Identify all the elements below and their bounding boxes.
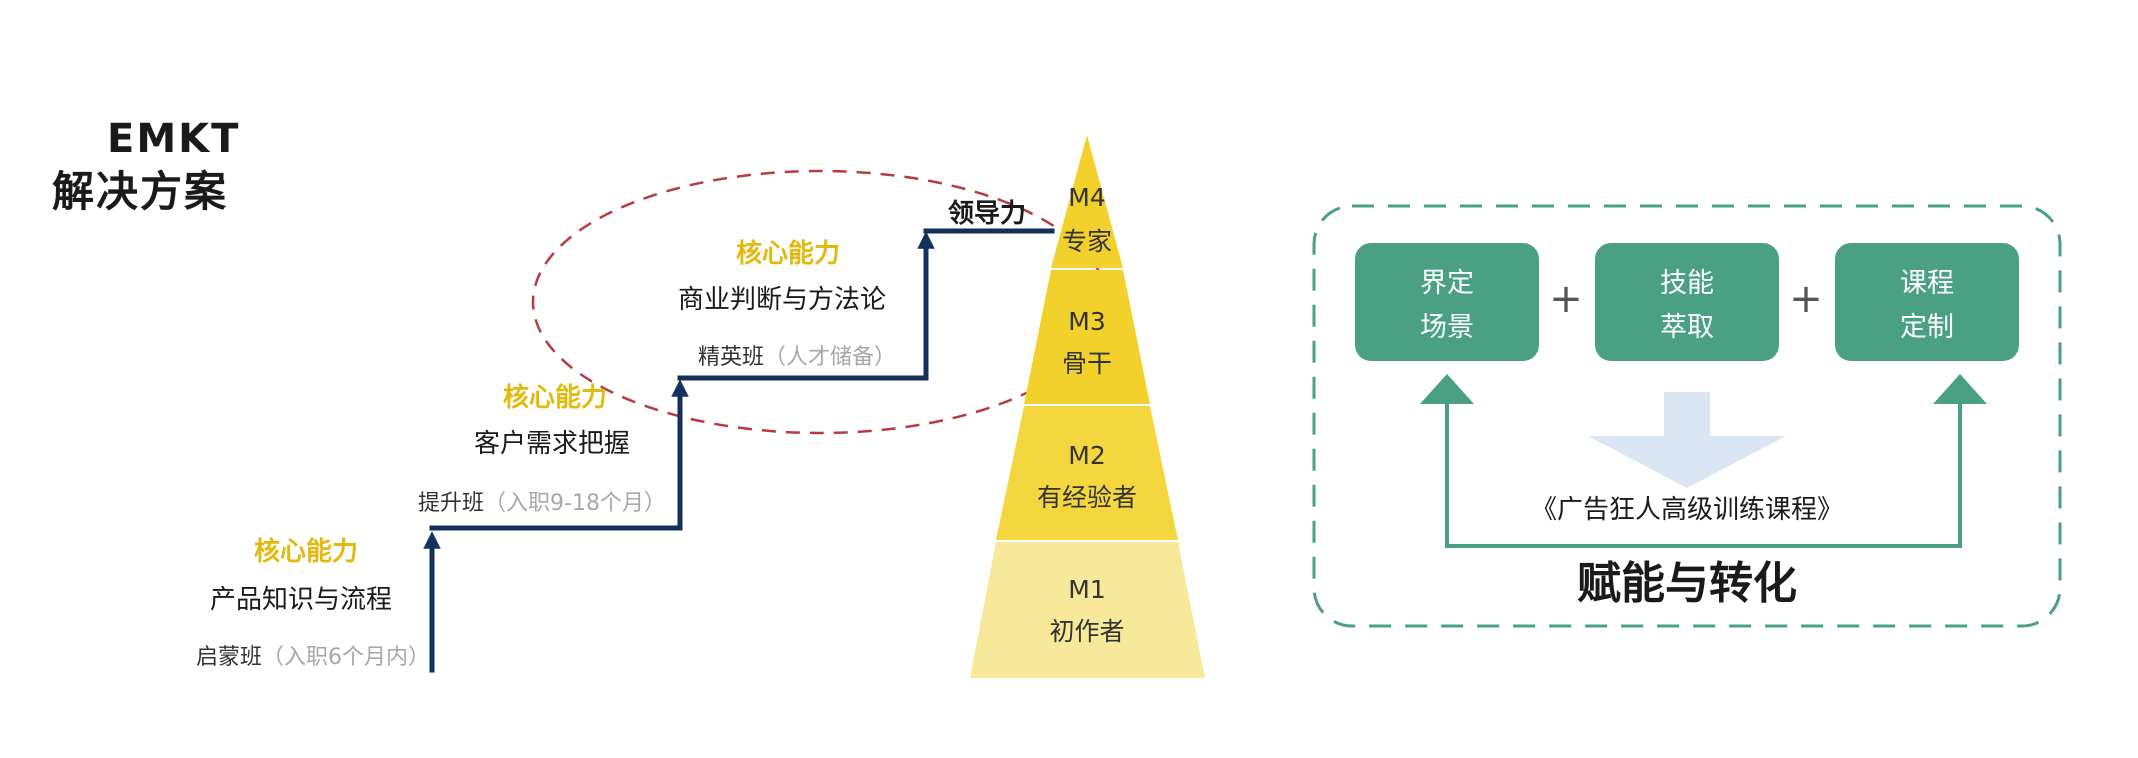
stage2-core-label: 核心能力 <box>503 382 607 413</box>
box-course-custom <box>1835 243 2019 361</box>
pyramid-m1-title: 初作者 <box>1049 617 1124 646</box>
box-skill-line2: 萃取 <box>1660 312 1714 343</box>
box-skill-line1: 技能 <box>1660 268 1714 299</box>
feedback-loop <box>1445 400 1962 548</box>
title-solution: 解决方案 <box>52 167 228 216</box>
course-title: 《广告狂人高级训练课程》 <box>1531 495 1843 525</box>
stage1-class-name: 启蒙班 <box>196 645 262 670</box>
box-course-line1: 课程 <box>1900 268 1954 299</box>
box-skill-extraction <box>1595 243 1779 361</box>
stage3-class: 精英班（人才储备） <box>698 345 896 370</box>
pyramid-level-m4 <box>1051 135 1123 268</box>
stage3-topic: 商业判断与方法论 <box>678 285 886 315</box>
stage1-class-note: （入职6个月内） <box>262 645 430 670</box>
pyramid-m4-level: M4 <box>1068 183 1105 212</box>
stage3-core-label: 核心能力 <box>736 238 840 269</box>
stage2-class: 提升班（入职9-18个月） <box>418 491 666 516</box>
pyramid-m2-level: M2 <box>1068 441 1105 470</box>
box-define-line1: 界定 <box>1420 268 1474 299</box>
box-define-line2: 场景 <box>1420 312 1474 343</box>
box-course-line2: 定制 <box>1900 312 1954 343</box>
box-define-scenario <box>1355 243 1539 361</box>
tagline: 赋能与转化 <box>1577 558 1797 609</box>
stage2-class-note: （入职9-18个月） <box>484 491 666 516</box>
stage2-class-name: 提升班 <box>418 491 484 516</box>
title-emkt: EMKT <box>107 116 240 162</box>
pyramid-m3-title: 骨干 <box>1062 349 1112 378</box>
career-staircase <box>423 228 1055 673</box>
leadership-label: 领导力 <box>948 198 1026 229</box>
stage1-class: 启蒙班（入职6个月内） <box>196 645 430 670</box>
left-up-arrow-icon <box>1420 374 1474 404</box>
pyramid-m4-title: 专家 <box>1062 227 1112 256</box>
pyramid-level-m2 <box>996 406 1178 540</box>
pyramid-m1-level: M1 <box>1068 575 1105 604</box>
right-up-arrow-icon <box>1933 374 1987 404</box>
plus-sign-2: + <box>1789 276 1823 322</box>
pyramid-m3-level: M3 <box>1068 307 1105 336</box>
loop-line <box>1445 400 1962 548</box>
stage1-core-label: 核心能力 <box>254 536 358 567</box>
down-arrow-icon <box>1588 392 1786 488</box>
career-pyramid <box>970 135 1205 678</box>
stage1-topic: 产品知识与流程 <box>210 585 392 615</box>
enablement-panel <box>1312 204 2062 628</box>
plus-sign-1: + <box>1549 276 1583 322</box>
pyramid-level-m1 <box>970 542 1205 678</box>
stage3-class-name: 精英班 <box>698 345 764 370</box>
pyramid-level-m3 <box>1024 270 1150 404</box>
stage3-class-note: （人才储备） <box>764 345 896 370</box>
stage2-topic: 客户需求把握 <box>474 429 630 459</box>
pyramid-m2-title: 有经验者 <box>1037 483 1137 512</box>
